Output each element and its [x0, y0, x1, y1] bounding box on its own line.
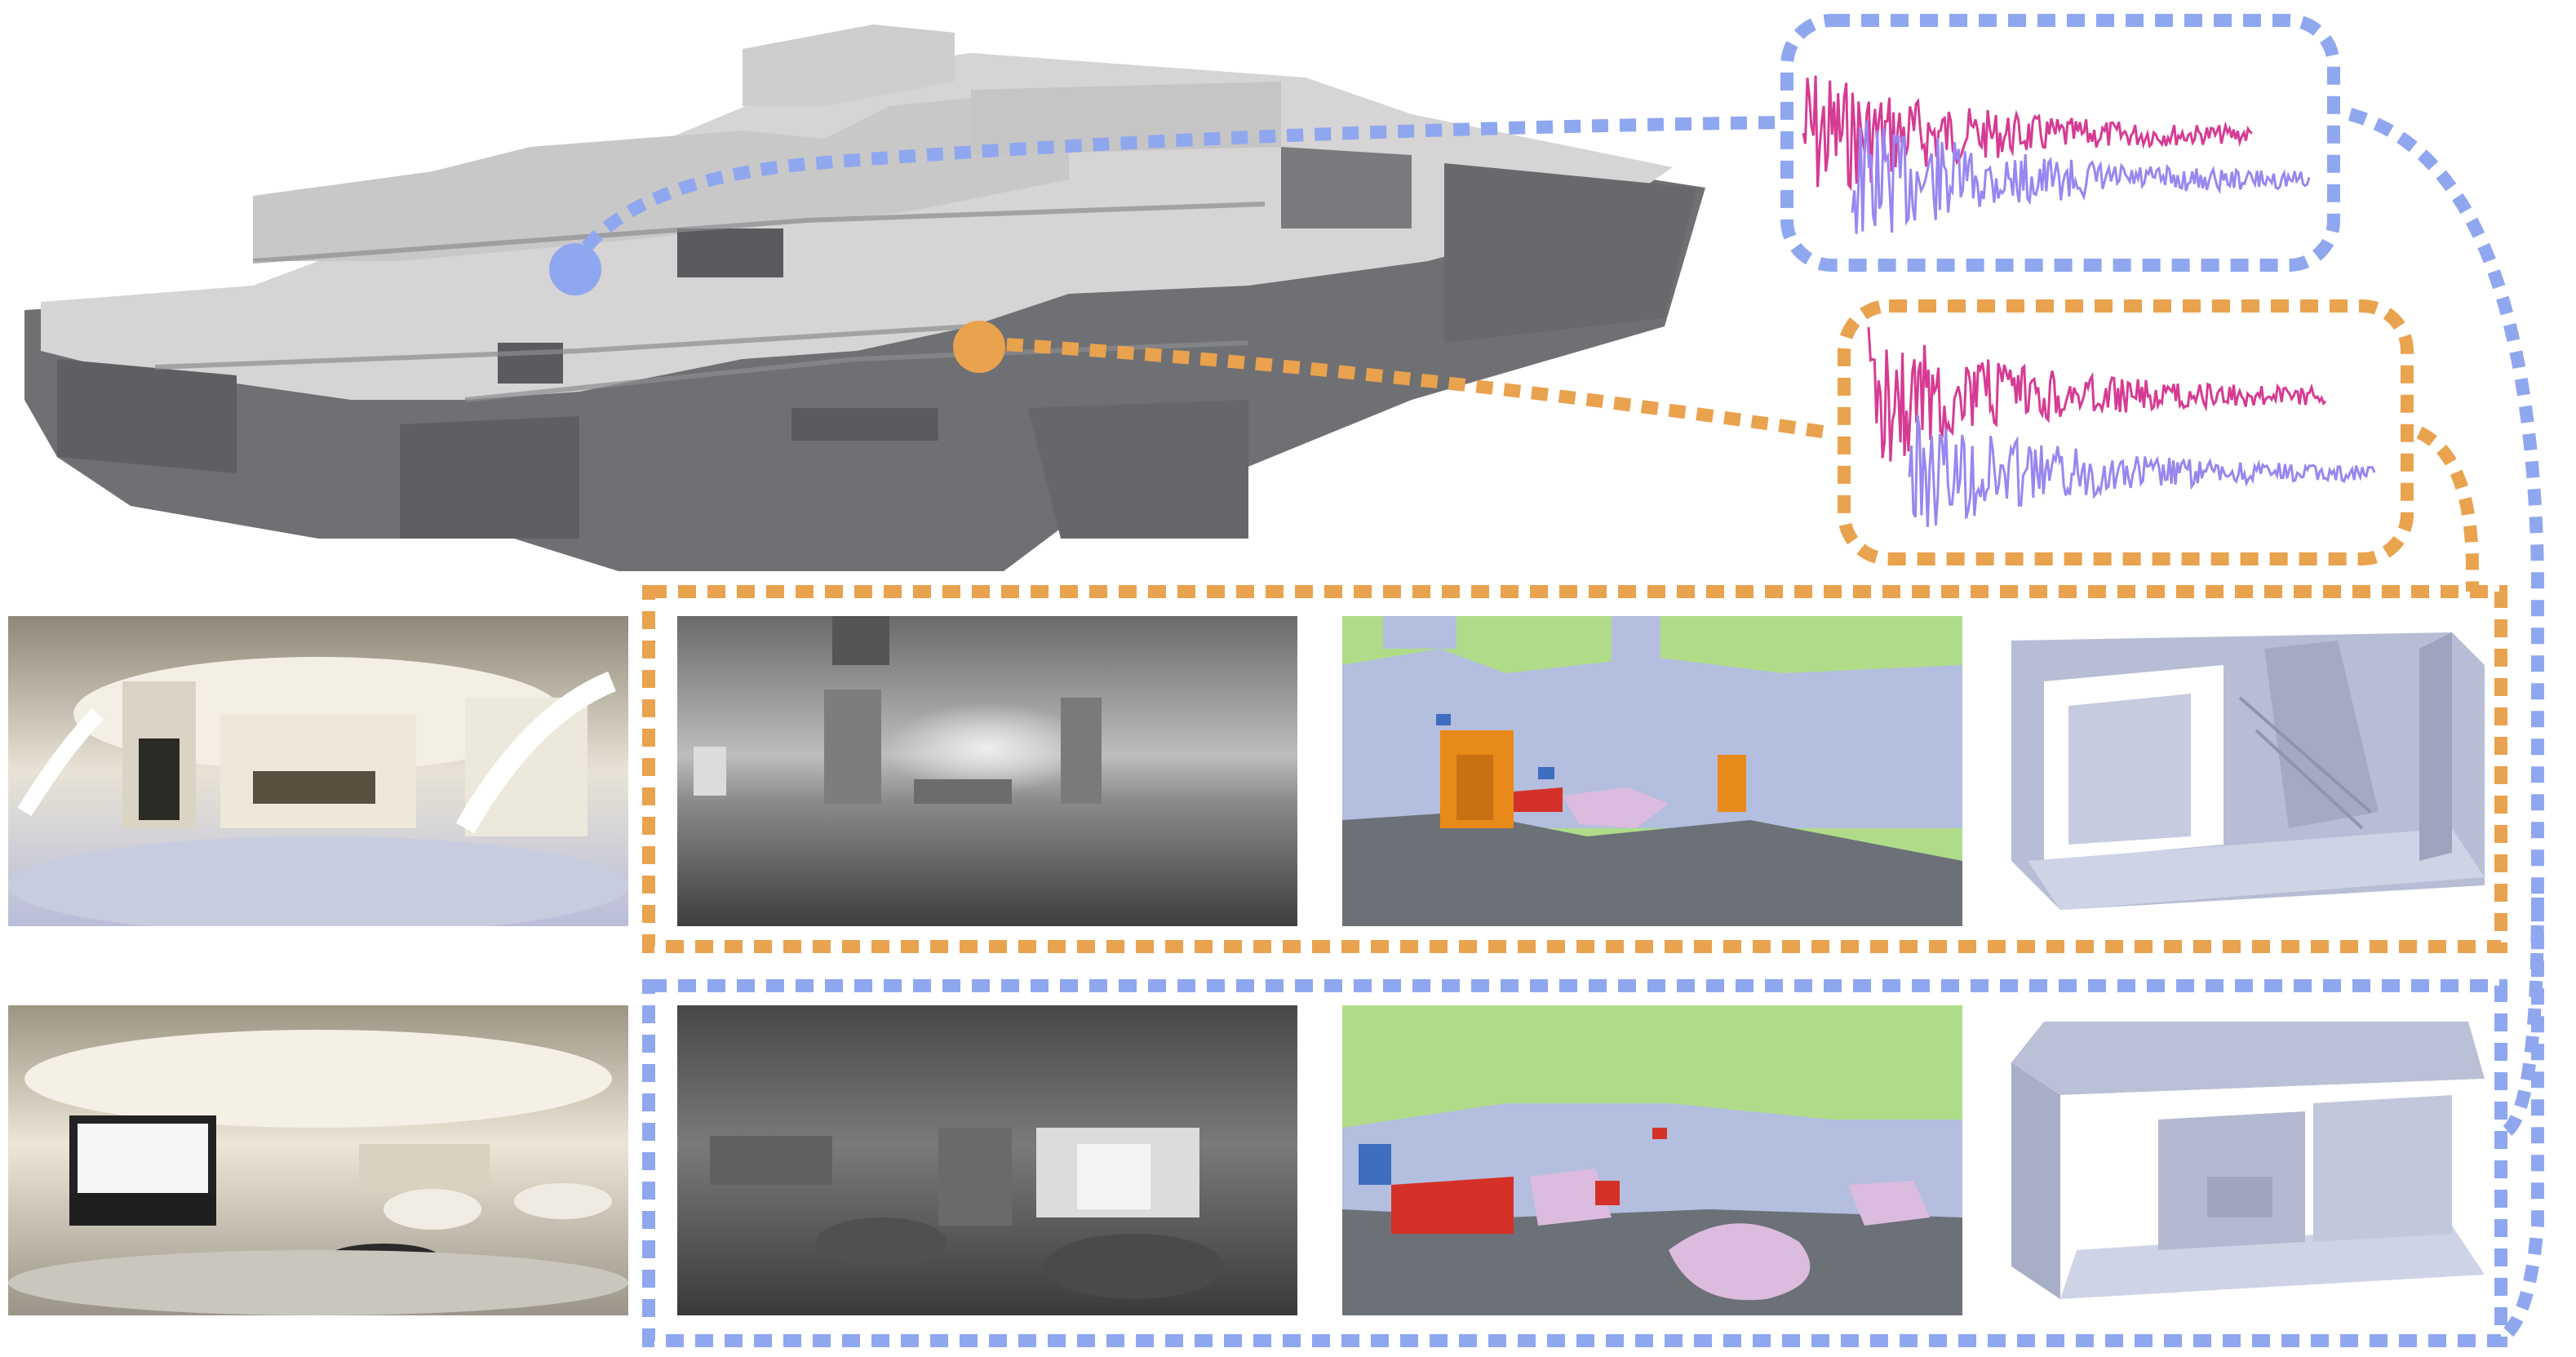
- row1-semantic-segmentation: [1342, 616, 1962, 926]
- panorama-image: [8, 616, 628, 926]
- house-mesh: [8, 16, 1722, 571]
- panorama-image: [8, 1005, 628, 1315]
- blue-link-down: [2348, 108, 2544, 1344]
- listener-position-marker-orange: [953, 321, 1005, 373]
- listener-position-marker-blue: [549, 243, 601, 295]
- row1-room-mesh: [1995, 616, 2485, 926]
- depth-image: [677, 616, 1297, 926]
- waveform-bottom: [1851, 120, 2311, 234]
- waveform-blue-svg: [1780, 14, 2340, 272]
- orange-connector: [978, 336, 1829, 439]
- blue-connector: [565, 116, 1780, 273]
- row1-depth-map: [677, 616, 1297, 926]
- room-mesh-image: [2011, 1022, 2485, 1299]
- row2-room-mesh: [1995, 1005, 2485, 1315]
- waveform-top: [1802, 75, 2253, 192]
- waveform-box-orange: [1836, 298, 2415, 567]
- depth-image: [677, 1005, 1297, 1315]
- waveform-top: [1867, 326, 2327, 462]
- room-mesh-image: [2011, 632, 2485, 910]
- house-mesh-svg: [24, 24, 1705, 571]
- orange-row-box: [642, 585, 2507, 953]
- row1-rgb-panorama: [8, 616, 628, 926]
- blue-row-box: [642, 979, 2507, 1347]
- waveform-orange-svg: [1838, 299, 2414, 565]
- orange-link-down: [2416, 426, 2479, 592]
- blue-link-return: [2498, 897, 2544, 1141]
- row2-semantic-segmentation: [1342, 1005, 1962, 1315]
- segmentation-image: [1342, 1005, 1962, 1315]
- waveform-bottom: [1908, 414, 2376, 527]
- row2-depth-map: [677, 1005, 1297, 1315]
- segmentation-image: [1342, 616, 1962, 926]
- row2-rgb-panorama: [8, 1005, 628, 1315]
- waveform-box-blue: [1779, 12, 2342, 273]
